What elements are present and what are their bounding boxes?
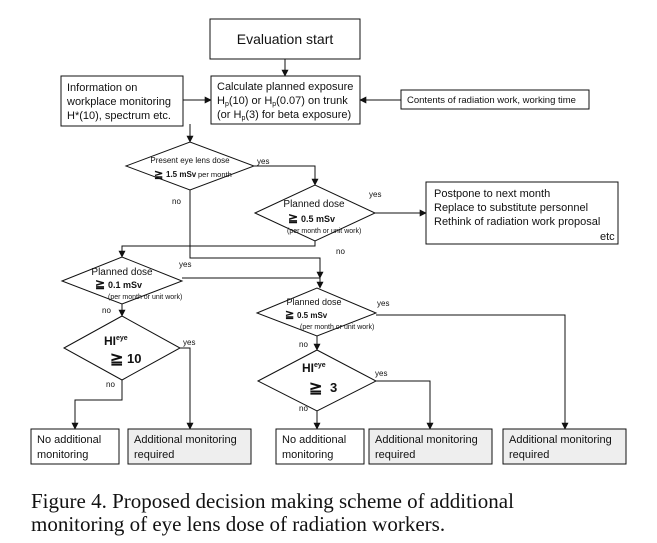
calculate-exposure-box: Calculate planned exposure Hp(10) or Hp(… xyxy=(210,75,361,125)
decision2-line-1: Planned dose xyxy=(283,199,345,210)
postpone-etc: etc xyxy=(600,231,615,243)
decision-planned-dose-0-5-second: Planned dose ≧ 0.5 mSv (per month or uni… xyxy=(255,287,389,349)
evaluation-start-label: Evaluation start xyxy=(237,31,334,47)
decision4-symbol: ≧ xyxy=(285,309,294,321)
decision2-symbol: ≧ xyxy=(288,211,298,225)
decision3-no: no xyxy=(102,306,111,315)
info-line-1: Information on xyxy=(67,82,137,94)
svg-text:Additional monitoring: Additional monitoring xyxy=(134,434,237,446)
decision6-yes: yes xyxy=(375,369,387,378)
calc-line-2: Hp(10) or Hp(0.07) on trunk xyxy=(217,95,348,108)
arrow-decision1-no xyxy=(189,190,324,279)
connectors xyxy=(71,59,569,430)
outcome-no-monitoring-2: No additional monitoring xyxy=(275,428,365,465)
postpone-line-2: Replace to substitute personnel xyxy=(434,202,588,214)
decision-planned-dose-0-1: Planned dose ≧ 0.1 mSv (per month or uni… xyxy=(60,256,191,315)
postpone-line-1: Postpone to next month xyxy=(434,188,550,200)
decision2-no: no xyxy=(336,247,345,256)
work-contents-label: Contents of radiation work, working time xyxy=(407,95,576,106)
arrow-decision6-yes xyxy=(376,380,434,430)
decision4-yes: yes xyxy=(377,299,389,308)
outcome-no-monitoring-1: No additional monitoring xyxy=(30,428,120,465)
decision6-label: HIeye xyxy=(302,361,326,375)
decision6-symbol: ≧ xyxy=(309,380,322,397)
svg-text:Additional monitoring: Additional monitoring xyxy=(509,434,612,446)
svg-text:monitoring: monitoring xyxy=(282,449,333,461)
decision5-symbol: ≧ xyxy=(110,351,123,368)
svg-text:required: required xyxy=(134,449,174,461)
info-line-3: H*(10), spectrum etc. xyxy=(67,110,171,122)
decision2-value: 0.5 mSv xyxy=(301,214,335,224)
calc-line-3: (or Hp(3) for beta exposure) xyxy=(217,109,351,122)
decision3-yes: yes xyxy=(179,260,191,269)
figure-caption-line-1: Figure 4. Proposed decision making schem… xyxy=(31,489,514,513)
figure-caption-line-2: monitoring of eye lens dose of radiation… xyxy=(31,512,445,536)
decision5-no: no xyxy=(106,380,115,389)
decision6-value: 3 xyxy=(330,380,337,395)
svg-text:No additional: No additional xyxy=(282,434,346,446)
decision3-per: (per month or unit work) xyxy=(108,294,182,301)
decision4-value: 0.5 mSv xyxy=(297,311,328,320)
arrow-decision1-yes xyxy=(254,165,319,186)
decision3-symbol: ≧ xyxy=(95,277,105,291)
svg-text:required: required xyxy=(375,449,415,461)
decision-present-dose: Present eye lens dose ≧ 1.5 mSv per mont… xyxy=(124,141,269,206)
svg-text:required: required xyxy=(509,449,549,461)
decision-hi-eye-10: HIeye ≧ 10 yes no xyxy=(62,315,195,389)
outcome-monitoring-required-1: Additional monitoring required xyxy=(127,428,252,465)
decision1-no: no xyxy=(172,197,181,206)
decision1-value: 1.5 mSv xyxy=(166,170,197,179)
arrow-decision4-yes xyxy=(376,314,569,430)
outcome-monitoring-required-3: Additional monitoring required xyxy=(502,428,627,465)
postpone-line-3: Rethink of radiation work proposal xyxy=(434,216,600,228)
decision4-line-1: Planned dose xyxy=(286,297,341,307)
decision5-label: HIeye xyxy=(104,334,128,348)
svg-text:No additional: No additional xyxy=(37,434,101,446)
decision2-per: (per month or unit work) xyxy=(287,228,361,235)
arrow-decision2-no xyxy=(118,241,316,258)
decision5-value: 10 xyxy=(127,351,141,366)
decision5-yes: yes xyxy=(183,338,195,347)
calc-line-1: Calculate planned exposure xyxy=(217,81,353,93)
decision-hi-eye-3: HIeye ≧ 3 yes no xyxy=(256,349,387,413)
arrow-decision3-yes xyxy=(182,277,324,289)
decision-planned-dose-0-5-first: Planned dose ≧ 0.5 mSv (per month or uni… xyxy=(253,184,381,256)
decision3-line-1: Planned dose xyxy=(91,267,153,278)
decision1-line-1: Present eye lens dose xyxy=(150,156,230,165)
decision1-yes: yes xyxy=(257,157,269,166)
svg-text:monitoring: monitoring xyxy=(37,449,88,461)
decision2-yes: yes xyxy=(369,190,381,199)
svg-text:Additional monitoring: Additional monitoring xyxy=(375,434,478,446)
arrow-decision5-no xyxy=(71,380,123,430)
info-line-2: workplace monitoring xyxy=(66,96,171,108)
decision6-no: no xyxy=(299,404,308,413)
decision3-value: 0.1 mSv xyxy=(108,280,142,290)
decision1-per: per month xyxy=(198,170,232,179)
arrow-decision5-yes xyxy=(180,347,194,430)
decision4-no: no xyxy=(299,340,308,349)
work-contents-box: Contents of radiation work, working time xyxy=(400,89,590,110)
workplace-info-box: Information on workplace monitoring H*(1… xyxy=(60,75,184,127)
decision1-symbol: ≧ xyxy=(154,169,163,181)
postpone-actions-box: Postpone to next month Replace to substi… xyxy=(425,181,619,245)
evaluation-start-box: Evaluation start xyxy=(209,18,361,60)
outcome-monitoring-required-2: Additional monitoring required xyxy=(368,428,493,465)
decision4-per: (per month or unit work) xyxy=(300,324,374,331)
